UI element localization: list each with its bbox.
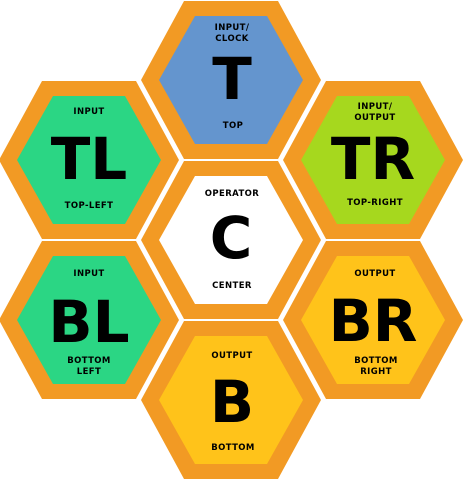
hex-bottom-left-letter: BL bbox=[48, 288, 129, 356]
hex-center-label-bottom-1: CENTER bbox=[212, 281, 252, 291]
hex-bottom-right-label-top-1: OUTPUT bbox=[354, 269, 395, 279]
hex-bottom: OUTPUT B BOTTOM bbox=[141, 321, 321, 479]
hex-top-left-label-top-1: INPUT bbox=[73, 107, 104, 117]
hex-bottom-left-label-top-1: INPUT bbox=[73, 269, 104, 279]
hex-top-right-label-bottom-1: TOP-RIGHT bbox=[347, 198, 403, 208]
hex-top-fill bbox=[159, 16, 303, 144]
hex-bottom-right: OUTPUT BR BOTTOM RIGHT bbox=[283, 241, 463, 399]
hex-bottom-fill bbox=[159, 336, 303, 464]
hex-top-label-top-2: CLOCK bbox=[215, 34, 248, 44]
hex-bottom-letter: B bbox=[210, 368, 254, 436]
hex-top-left-letter: TL bbox=[51, 125, 128, 193]
hex-bottom-left-label-bottom-2: LEFT bbox=[77, 367, 101, 377]
hex-bottom-right-label-bottom-2: RIGHT bbox=[360, 367, 392, 377]
hex-bottom-left-label-bottom-1: BOTTOM bbox=[67, 356, 111, 366]
hex-bottom-left: INPUT BL BOTTOM LEFT bbox=[0, 241, 179, 399]
hex-bottom-left-fill bbox=[17, 256, 161, 384]
hex-top-left-label-bottom-1: TOP-LEFT bbox=[65, 201, 114, 211]
hex-bottom-label-top-1: OUTPUT bbox=[211, 351, 252, 361]
hex-bottom-right-letter: BR bbox=[329, 287, 418, 355]
hex-center-label-top-1: OPERATOR bbox=[205, 189, 260, 199]
hex-top-right: INPUT/ OUTPUT TR TOP-RIGHT bbox=[283, 81, 463, 239]
hex-top-left-fill bbox=[17, 96, 161, 224]
hex-center-letter: C bbox=[210, 204, 253, 272]
hex-top-label-top-1: INPUT/ bbox=[215, 23, 250, 33]
hex-top-letter: T bbox=[212, 45, 252, 113]
hex-bottom-label-bottom-1: BOTTOM bbox=[211, 443, 255, 453]
hex-center: OPERATOR C CENTER bbox=[141, 161, 321, 319]
hex-top-right-fill bbox=[301, 96, 445, 224]
hex-top-right-label-top-1: INPUT/ bbox=[358, 102, 393, 112]
hex-top-left: INPUT TL TOP-LEFT bbox=[0, 81, 179, 239]
hex-bottom-right-label-bottom-1: BOTTOM bbox=[354, 356, 398, 366]
hex-center-fill bbox=[159, 176, 303, 304]
hex-top-right-letter: TR bbox=[331, 125, 415, 193]
hex-bottom-right-fill bbox=[301, 256, 445, 384]
hex-top-label-bottom-1: TOP bbox=[223, 121, 243, 131]
hex-top-right-label-top-2: OUTPUT bbox=[354, 113, 395, 123]
hex-top: INPUT/ CLOCK T TOP bbox=[141, 1, 321, 159]
